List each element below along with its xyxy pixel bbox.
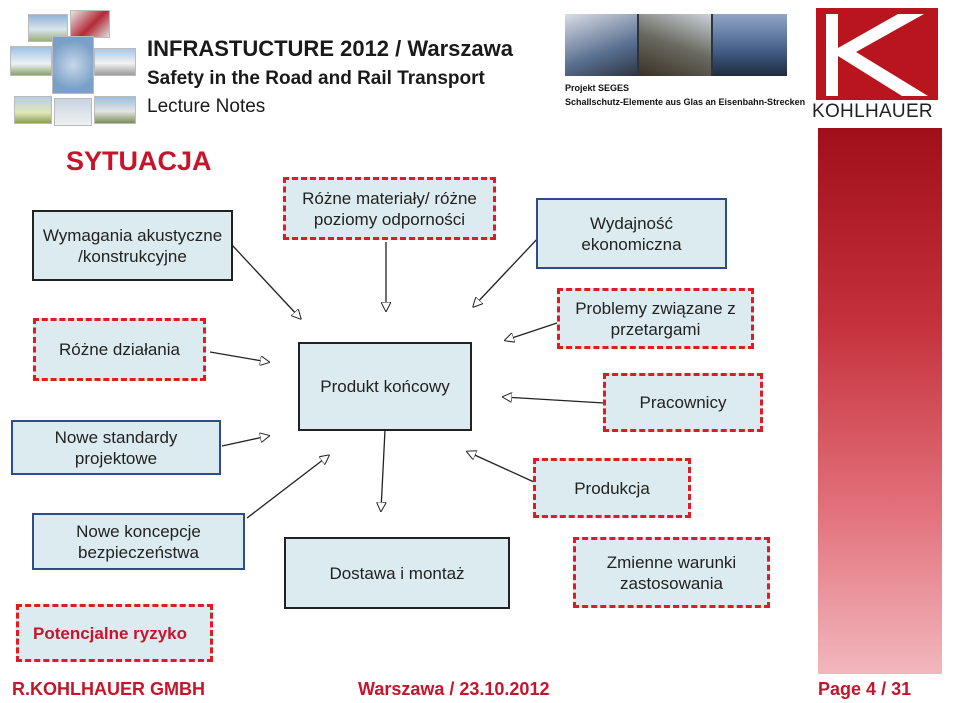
box-workers: Pracownicy	[603, 373, 763, 432]
project-description: Schallschutz-Elemente aus Glas an Eisenb…	[565, 97, 806, 107]
photo-thumbnail	[565, 14, 637, 76]
header-thumbnail-collage	[8, 6, 140, 128]
header-subtitle: Safety in the Road and Rail Transport	[147, 68, 485, 89]
footer-event: Warszawa / 23.10.2012	[358, 679, 550, 699]
photo-thumbnail	[713, 14, 787, 76]
arrow-product-to-delivery	[381, 429, 385, 510]
box-delivery-assembly: Dostawa i montaż	[284, 537, 510, 609]
page-separator: /	[881, 679, 887, 699]
arrow-economic-to-product	[474, 235, 541, 306]
arrow-standards-to-product	[221, 436, 268, 447]
photo-thumbnail	[10, 46, 52, 76]
photo-thumbnail	[94, 48, 136, 76]
page-current: 4	[866, 679, 877, 699]
arrow-actions-to-product	[209, 351, 268, 362]
box-new-safety-concepts: Nowe koncepcje bezpieczeństwa	[32, 513, 245, 570]
box-production: Produkcja	[533, 458, 691, 518]
box-different-actions: Różne działania	[33, 318, 206, 381]
box-final-product: Produkt końcowy	[298, 342, 472, 431]
box-new-design-standards: Nowe standardy projektowe	[11, 420, 221, 475]
header-lecture-notes: Lecture Notes	[147, 96, 266, 117]
box-tender-problems: Problemy związane z przetargami	[557, 288, 754, 349]
photo-thumbnail	[28, 14, 68, 42]
arrow-tenders-to-product	[506, 321, 561, 340]
photo-thumbnail	[70, 10, 110, 38]
box-acoustic-requirements: Wymagania akustyczne /konstrukcyjne	[32, 210, 233, 281]
map-thumbnail	[52, 36, 94, 94]
photo-thumbnail	[14, 96, 52, 124]
footer-company: R.KOHLHAUER GMBH	[12, 679, 205, 699]
page-total: 31	[891, 679, 912, 699]
project-name: Projekt SEGES	[565, 83, 630, 93]
page-label: Page	[818, 679, 862, 699]
box-materials: Różne materiały/ różne poziomy odpornośc…	[283, 177, 496, 240]
photo-thumbnail	[54, 98, 92, 126]
arrow-workers-to-product	[504, 397, 605, 404]
box-potential-risk: Potencjalne ryzyko	[16, 604, 213, 662]
header-title: INFRASTUCTURE 2012 / Warszawa	[147, 36, 513, 61]
photo-thumbnail	[94, 96, 136, 124]
box-economic-efficiency: Wydajność ekonomiczna	[536, 198, 727, 269]
arrow-production-to-product	[468, 452, 535, 483]
section-title: SYTUACJA	[66, 146, 212, 176]
decorative-side-bar	[818, 128, 942, 674]
kohlhauer-logo-icon	[816, 8, 938, 100]
photo-thumbnail	[639, 14, 711, 76]
rail-photo-strip	[565, 14, 787, 76]
page-indicator: Page 4 / 31	[818, 679, 911, 700]
arrow-acoustic-to-product	[231, 244, 300, 318]
box-variable-conditions: Zmienne warunki zastosowania	[573, 537, 770, 608]
arrow-safety-to-product	[246, 456, 328, 519]
brand-name: KOHLHAUER	[812, 101, 933, 122]
